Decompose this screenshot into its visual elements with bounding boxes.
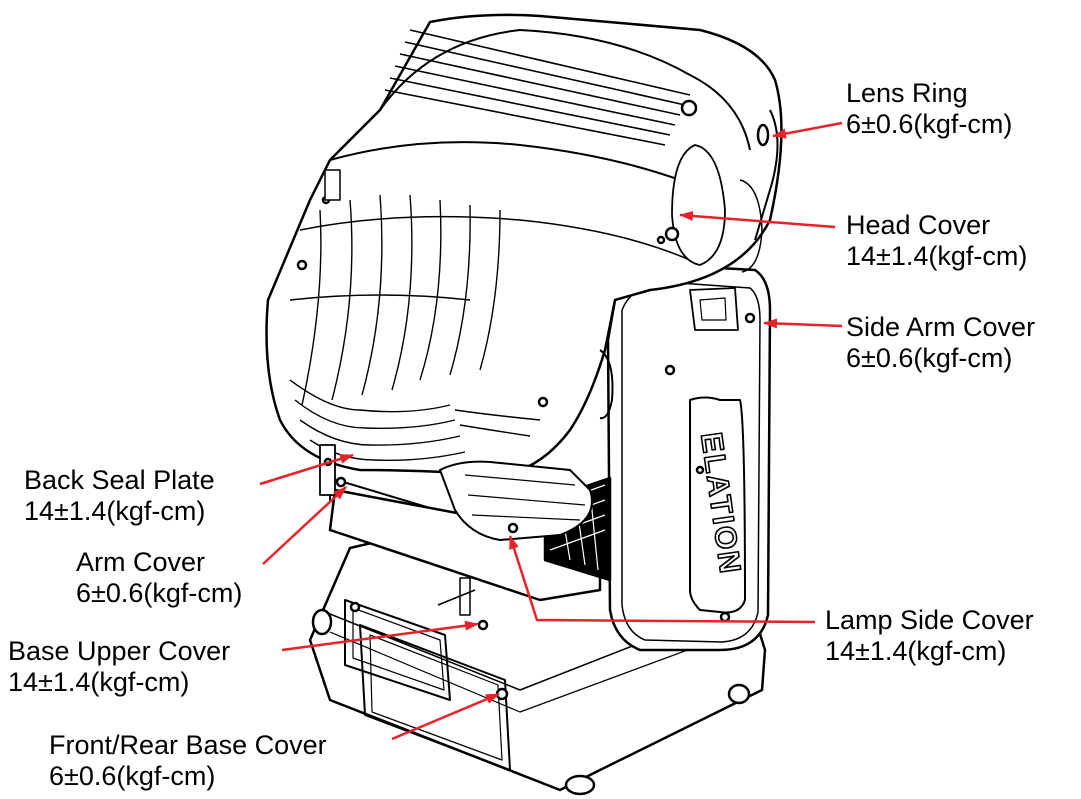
callout-torque: 14±1.4(kgf-cm) [8,667,190,697]
callout-torque: 6±0.6(kgf-cm) [76,578,243,608]
arrow-lamp-side-cover [508,535,816,624]
callout-torque: 6±0.6(kgf-cm) [846,343,1013,373]
callout-part-name: Base Upper Cover [8,636,231,666]
callout-front-rear-base-cover: Front/Rear Base Cover 6±0.6(kgf-cm) [49,730,327,792]
callout-base-upper-cover: Base Upper Cover 14±1.4(kgf-cm) [8,636,230,698]
callout-torque: 14±1.4(kgf-cm) [846,241,1028,271]
callout-torque: 14±1.4(kgf-cm) [825,636,1007,666]
callout-lens-ring: Lens Ring 6±0.6(kgf-cm) [846,78,1012,140]
callout-arm-cover: Arm Cover 6±0.6(kgf-cm) [76,547,242,609]
callout-part-name: Back Seal Plate [24,465,215,495]
arrow-base-upper-cover [281,620,479,652]
callout-part-name: Front/Rear Base Cover [49,730,327,760]
callout-part-name: Head Cover [846,210,991,240]
arrow-arm-cover [262,486,347,565]
callout-lamp-side-cover: Lamp Side Cover 14±1.4(kgf-cm) [825,605,1034,667]
callout-torque: 6±0.6(kgf-cm) [49,761,216,791]
callout-part-name: Side Arm Cover [846,312,1036,342]
callout-arrows [259,121,843,741]
callout-torque: 6±0.6(kgf-cm) [846,109,1013,139]
fixture-yoke: ELATION [328,263,772,652]
arrow-side-arm-cover [763,318,843,329]
arrow-front-rear-base-cover [391,692,500,741]
callout-head-cover: Head Cover 14±1.4(kgf-cm) [846,210,1027,272]
callout-part-name: Lamp Side Cover [825,605,1034,635]
callout-part-name: Arm Cover [76,547,206,577]
arrow-lens-ring [772,121,843,139]
callout-torque: 14±1.4(kgf-cm) [24,496,206,526]
arrow-back-seal-plate [259,453,354,486]
arrow-head-cover [679,211,836,229]
callout-part-name: Lens Ring [846,78,968,108]
callout-back-seal-plate: Back Seal Plate 14±1.4(kgf-cm) [24,465,215,527]
callout-side-arm-cover: Side Arm Cover 6±0.6(kgf-cm) [846,312,1035,374]
fixture-head [265,13,783,541]
